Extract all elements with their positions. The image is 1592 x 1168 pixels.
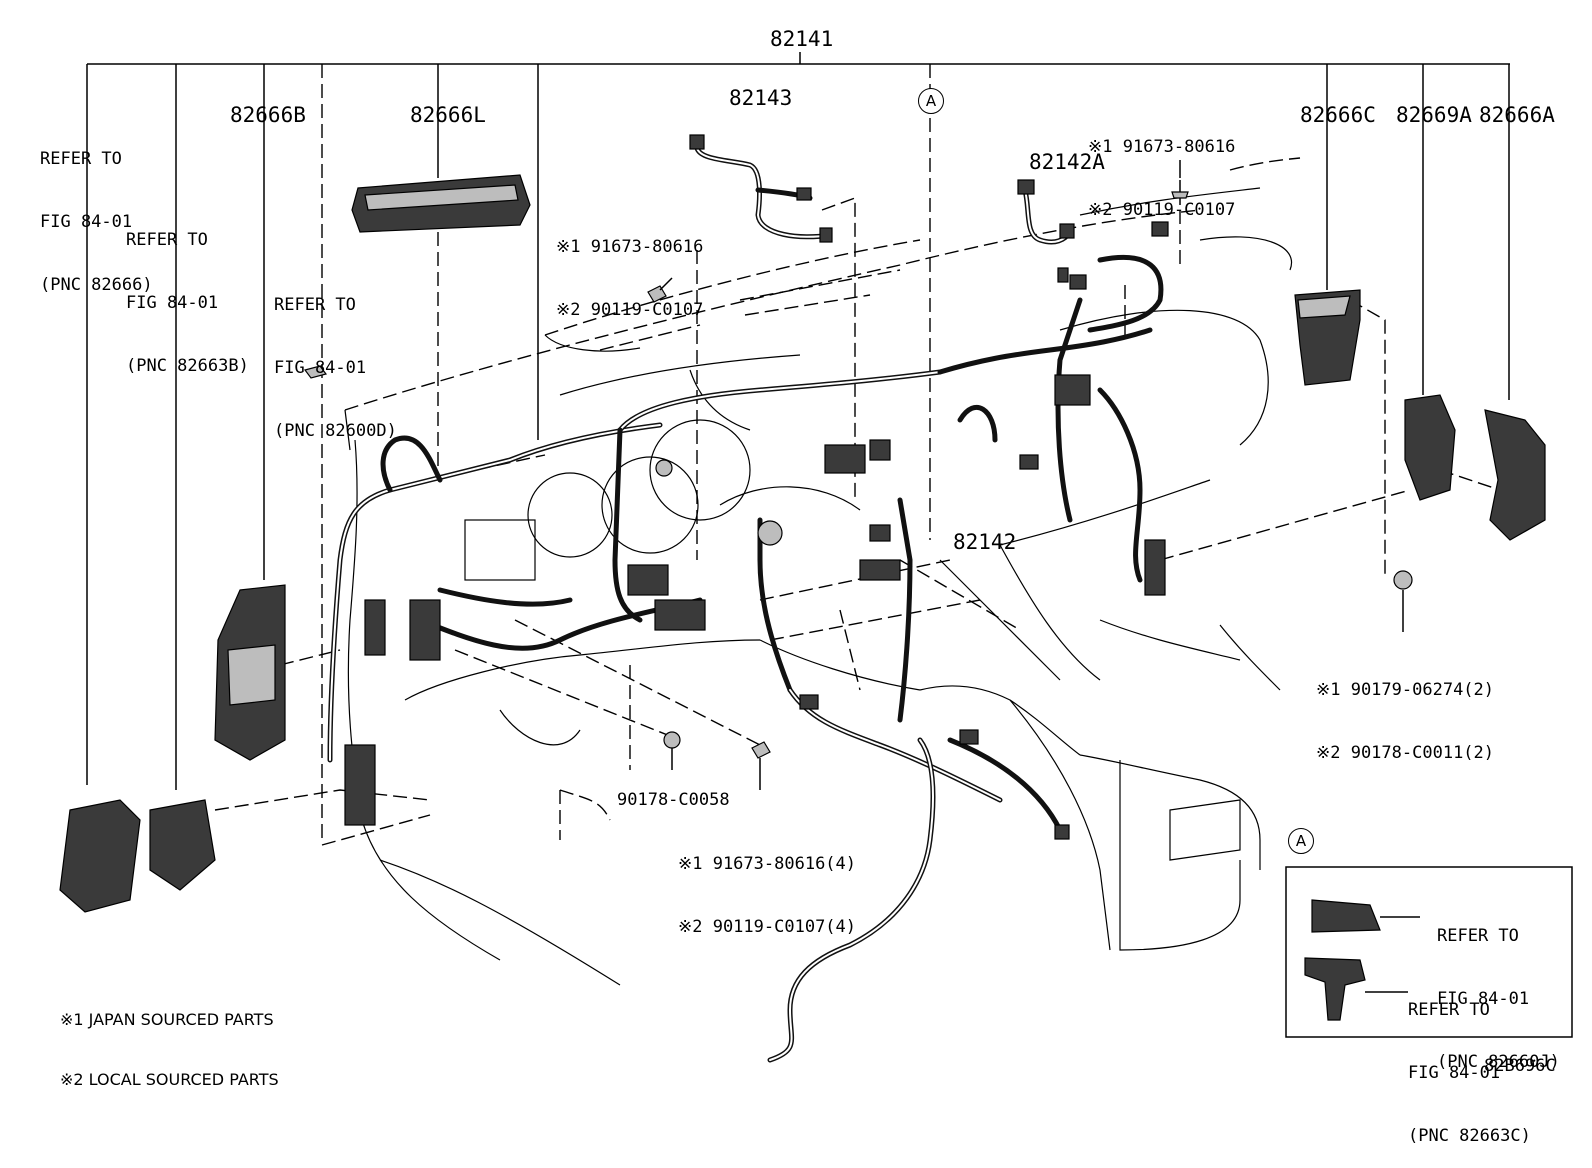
parts-diagram: 82141 82143 82142A 82142 82666B 82666L 8… (40, 27, 1573, 1146)
callout-a-inset: A (1288, 828, 1314, 854)
dashed-leaders (214, 118, 1501, 846)
label-82666B: 82666B (230, 103, 306, 127)
fastener-bottom-bolt: ※1 91673-80616(4) ※2 90119-C0107(4) (678, 854, 857, 937)
nut-right-icon (1393, 570, 1413, 632)
refer-82663B: REFER TO FIG 84-01 (PNC 82663B) (126, 230, 249, 376)
block-82666L (351, 174, 531, 233)
sourcing-notes: ※1 JAPAN SOURCED PARTS ※2 LOCAL SOURCED … (60, 1010, 279, 1089)
dashboard-outline (344, 157, 1301, 986)
bolt-center-icon (647, 277, 673, 303)
bolt-top-right-icon (1171, 160, 1189, 205)
callout-a-top: A (918, 88, 944, 114)
inset-refer-82660J: REFER TO FIG 84-01 (PNC 82660J) (1437, 926, 1560, 1072)
label-82141: 82141 (770, 27, 834, 51)
label-82142: 82142 (953, 530, 1017, 554)
block-82666-ref (59, 799, 141, 913)
connectors (344, 134, 1169, 840)
inset-box (1285, 866, 1573, 1038)
fasteners (303, 160, 1413, 790)
wire-harness-82142 (957, 254, 1164, 443)
clip-82600D-icon (303, 365, 328, 379)
label-82142A: 82142A (1029, 150, 1105, 174)
clip-90178-icon (663, 731, 681, 770)
label-82669A: 82669A (1396, 103, 1472, 127)
label-82143: 82143 (729, 86, 793, 110)
label-82666A: 82666A (1479, 103, 1555, 127)
fastener-top-right: ※1 91673-80616 ※2 90119-C0107 (1088, 137, 1236, 220)
fastener-right-nut: ※1 90179-06274(2) ※2 90178-C0011(2) (1316, 680, 1495, 763)
block-82666B (214, 584, 286, 761)
bolt-bottom-icon (751, 741, 771, 790)
fastener-center-top: ※1 91673-80616 ※2 90119-C0107 (556, 237, 704, 320)
diagram-linework (59, 52, 1573, 1063)
leader-82141 (86, 52, 1510, 840)
block-82669A (1404, 394, 1456, 501)
diagram-code: 82B696C (1484, 1056, 1556, 1076)
block-82666A (1484, 409, 1546, 541)
refer-82666: REFER TO FIG 84-01 (PNC 82666) (40, 149, 153, 295)
label-82666C: 82666C (1300, 103, 1376, 127)
refer-82600D: REFER TO FIG 84-01 (PNC 82600D) (274, 295, 397, 441)
block-82663B-ref (149, 799, 216, 891)
label-82666L: 82666L (410, 103, 486, 127)
block-82666C (1294, 289, 1361, 386)
label-90178-C0058: 90178-C0058 (617, 790, 730, 810)
